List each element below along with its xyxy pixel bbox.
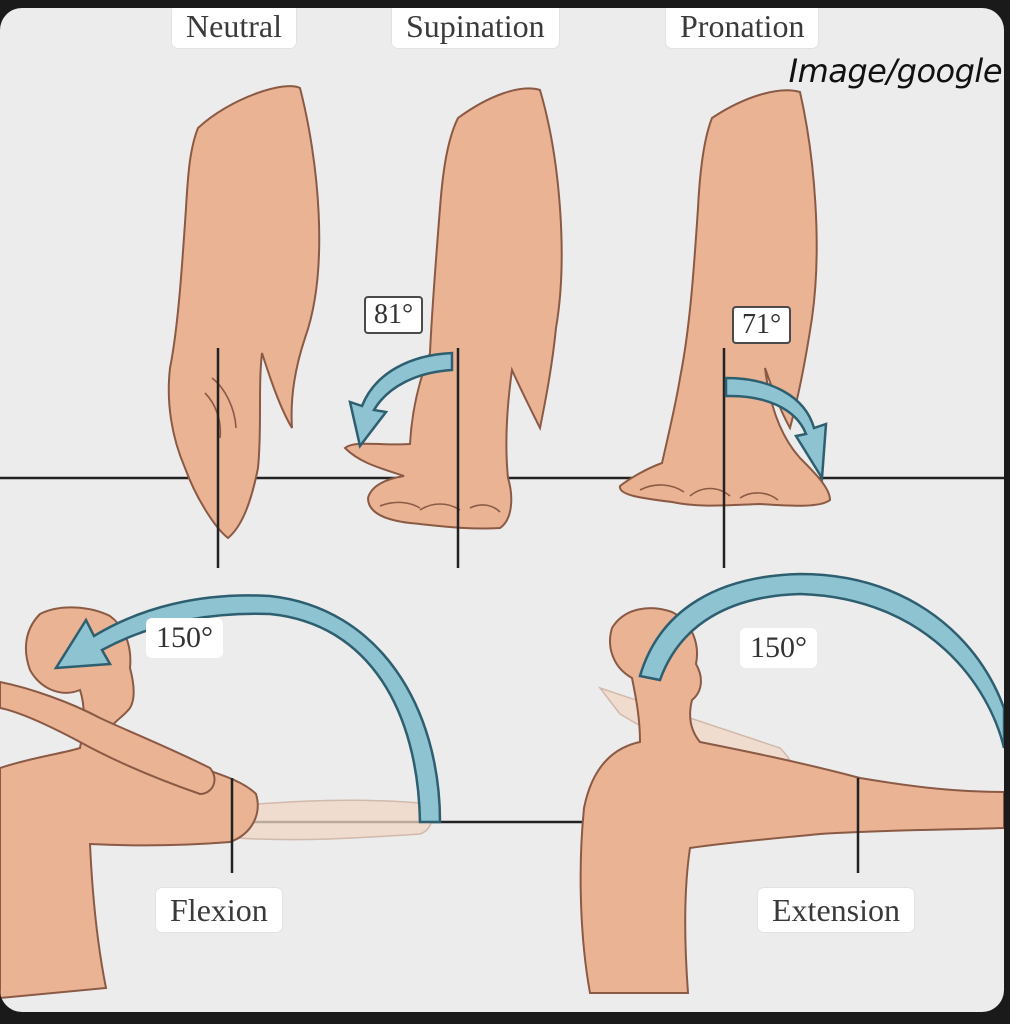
supination-label: Supination: [392, 8, 559, 48]
pronation-arrow: [724, 376, 828, 482]
flexion-arrow: [53, 594, 442, 824]
extension-arrow: [638, 572, 1004, 749]
supination-arrow: [348, 351, 454, 449]
pronation-arm: [619, 89, 832, 568]
flexion-angle-badge: 150°: [146, 618, 223, 658]
flexion-label: Flexion: [156, 888, 282, 932]
watermark-text: Image/google: [788, 52, 1003, 90]
elbow-range-of-motion-illustration: .skin { fill:#e9b394; stroke:#8a5a45; st…: [0, 85, 1004, 1000]
extension-angle-badge: 150°: [740, 628, 817, 668]
supination-angle-badge: 81°: [364, 296, 424, 334]
diagram-card: .skin { fill:#e9b394; stroke:#8a5a45; st…: [0, 8, 1004, 1012]
flexion-figure: [0, 606, 434, 1000]
neutral-label: Neutral: [172, 8, 296, 48]
extension-figure: [579, 607, 1004, 994]
pronation-angle-badge: 71°: [732, 306, 792, 344]
pronation-label: Pronation: [666, 8, 819, 48]
neutral-arm: [167, 85, 321, 568]
extension-label: Extension: [758, 888, 914, 932]
